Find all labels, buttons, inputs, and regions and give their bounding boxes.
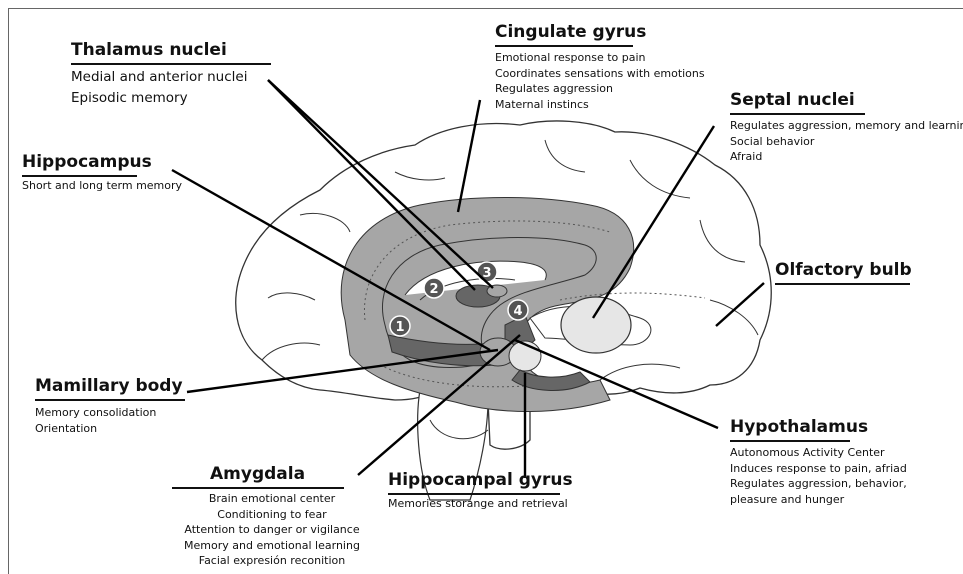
cingulate-description: Emotional response to pain Coordinates s… [495,50,705,112]
cingulate-label: Cingulate gyrus Emotional response to pa… [495,22,705,112]
hippocampal-gyrus-label: Hippocampal gyrus Memories storange and … [388,470,568,512]
thalamus-description: Medial and anterior nuclei Episodic memo… [71,67,271,109]
hippocampal-gyrus-title: Hippocampal gyrus [388,470,560,495]
septal-title: Septal nuclei [730,90,865,115]
septal-description: Regulates aggression, memory and learnin… [730,118,963,165]
marker-3: 3 [477,262,497,282]
svg-text:1: 1 [395,320,404,335]
marker-1: 1 [390,316,410,336]
amygdala-underline [172,487,344,489]
amygdala-description: Brain emotional center Conditioning to f… [172,491,372,569]
hippocampus-label: Hippocampus Short and long term memory [22,152,182,194]
thalamus-title: Thalamus nuclei [71,40,271,65]
hippocampal-gyrus-description: Memories storange and retrieval [388,496,568,512]
amygdala-title: Amygdala [172,464,372,487]
amygdala-label: Amygdala Brain emotional center Conditio… [172,464,372,569]
hypothalamus-description: Autonomous Activity Center Induces respo… [730,445,907,507]
svg-text:2: 2 [429,282,438,297]
olfactory-label: Olfactory bulb [775,260,910,285]
olfactory-title: Olfactory bulb [775,260,910,285]
septal-area [561,297,631,353]
marker-2: 2 [424,278,444,298]
mamillary-label: Mamillary body Memory consolidation Orie… [35,376,185,436]
septal-label: Septal nuclei Regulates aggression, memo… [730,90,963,165]
marker-4: 4 [508,300,528,320]
hippocampus-description: Short and long term memory [22,178,182,194]
hypothalamus-title: Hypothalamus [730,417,850,442]
hippocampus-title: Hippocampus [22,152,137,177]
thalamus-label: Thalamus nuclei Medial and anterior nucl… [71,40,271,109]
mamillary-description: Memory consolidation Orientation [35,405,185,436]
mamillary-title: Mamillary body [35,376,185,401]
svg-text:4: 4 [513,304,522,319]
cingulate-title: Cingulate gyrus [495,22,633,47]
hypothalamus-label: Hypothalamus Autonomous Activity Center … [730,417,907,507]
